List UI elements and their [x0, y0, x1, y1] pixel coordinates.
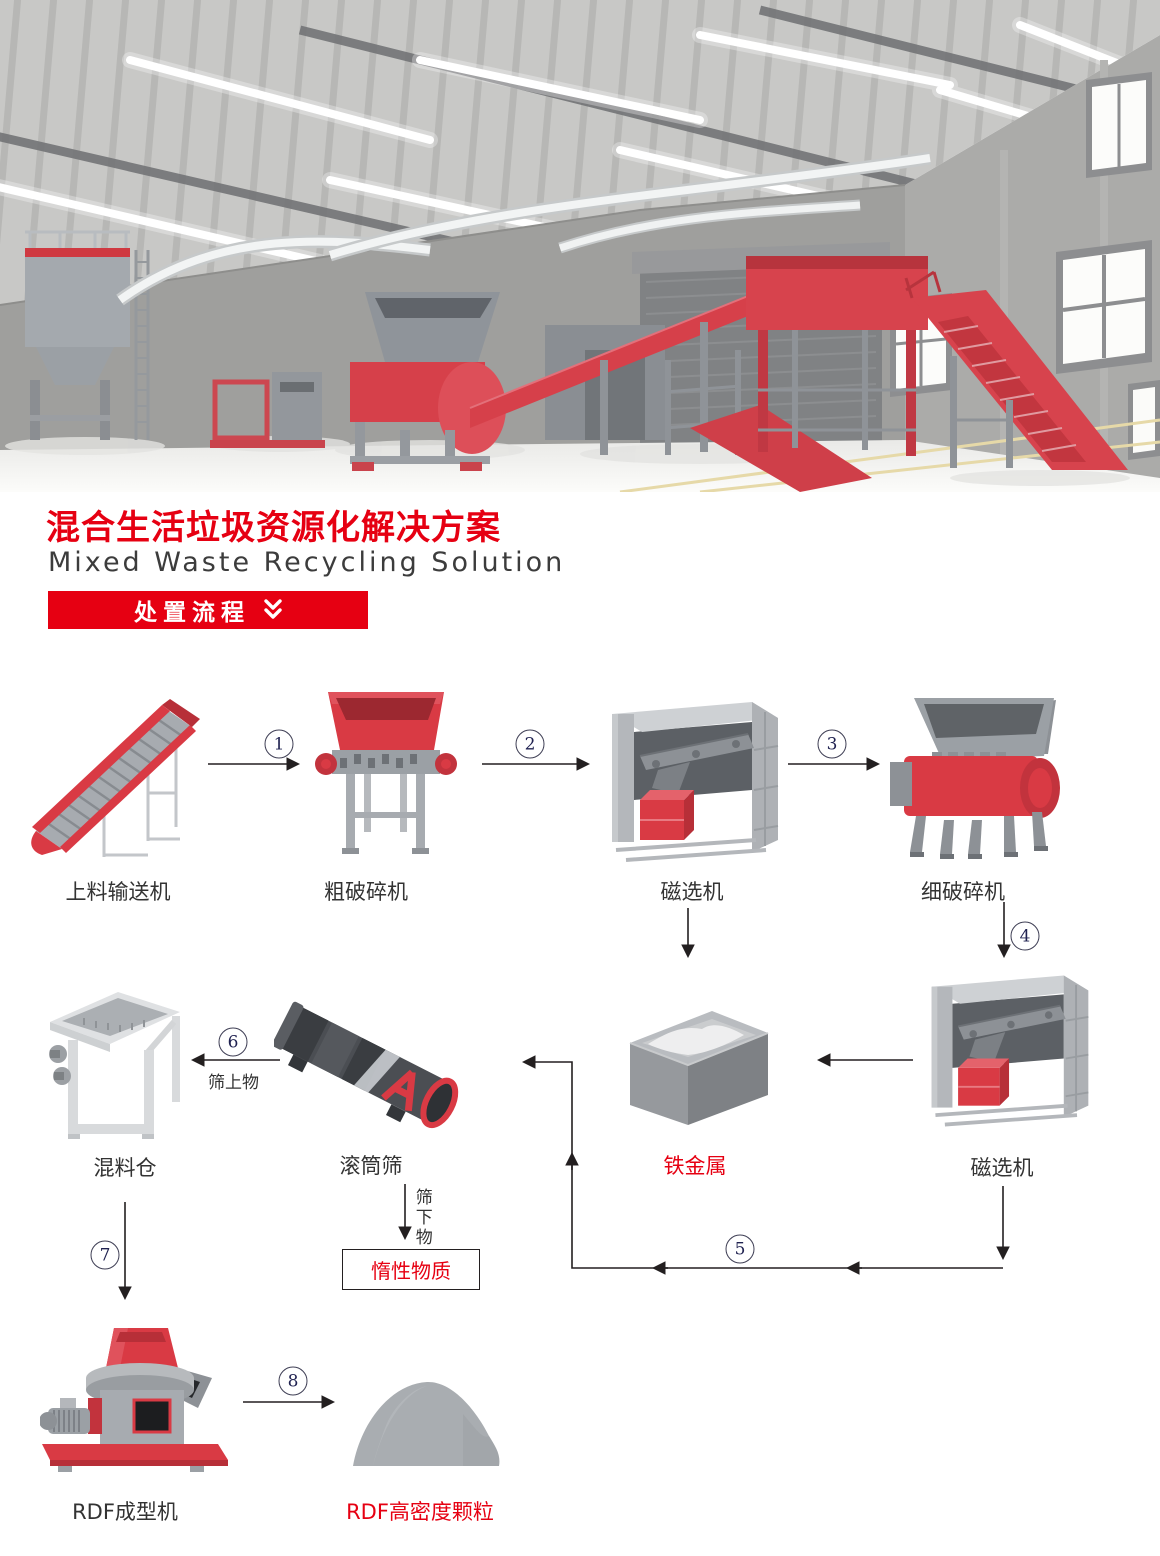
- magnetic-separator-1-image: [606, 690, 784, 872]
- hero-ducts: [116, 151, 931, 306]
- coarse-shredder-image: [312, 686, 460, 866]
- process-banner-button[interactable]: 处置流程: [48, 591, 368, 629]
- fine-shredder-image: [886, 694, 1062, 864]
- hero-factory-image: [0, 0, 1160, 494]
- rdf-forming-machine-image: [40, 1326, 236, 1476]
- double-chevron-down-icon: [264, 599, 282, 619]
- magnetic-separator-2-label: 磁选机: [970, 1156, 1034, 1180]
- inert-material-box: 惰性物质: [342, 1249, 480, 1290]
- fine-shredder-label: 细破碎机: [921, 880, 1005, 904]
- mixing-bin-label: 混料仓: [93, 1156, 157, 1180]
- magnetic-separator-2-image: [926, 958, 1094, 1142]
- iron-metal-box-image: [616, 1003, 778, 1131]
- step-circle-8: 8: [278, 1366, 308, 1396]
- coarse-shredder-label: 粗破碎机: [324, 880, 408, 904]
- feeding-conveyor-label: 上料输送机: [65, 880, 171, 904]
- hero-mid-machines: [210, 372, 325, 448]
- hero-red-conveyors: [469, 256, 1128, 492]
- process-banner-label: 处置流程: [134, 600, 250, 626]
- step-circle-4: 4: [1010, 921, 1040, 951]
- mixing-bin-image: [44, 988, 186, 1142]
- trommel-screen-image: [274, 996, 470, 1148]
- floor: [0, 440, 1160, 492]
- step-circle-6: 6: [218, 1027, 248, 1057]
- step-circle-2: 2: [515, 729, 545, 759]
- page-title: 混合生活垃圾资源化解决方案: [46, 508, 501, 548]
- undersize-edge-label: 筛下物: [411, 1188, 432, 1248]
- oversize-edge-label: 筛上物: [208, 1073, 259, 1093]
- trommel-screen-label: 滚筒筛: [339, 1154, 403, 1178]
- rdf-machine-label: RDF成型机: [72, 1500, 178, 1524]
- rdf-pellet-mound-image: [343, 1376, 513, 1470]
- inert-material-label: 惰性物质: [371, 1259, 451, 1283]
- step-circle-5: 5: [725, 1234, 755, 1264]
- step-circle-7: 7: [90, 1240, 120, 1270]
- magnetic-separator-1-label: 磁选机: [660, 880, 724, 904]
- iron-metal-label: 铁金属: [663, 1154, 727, 1178]
- page-subtitle: Mixed Waste Recycling Solution: [48, 547, 566, 578]
- rdf-pellets-label: RDF高密度颗粒: [346, 1500, 494, 1524]
- step-circle-3: 3: [817, 729, 847, 759]
- hero-silo: [25, 230, 150, 440]
- feeding-conveyor-image: [8, 683, 230, 871]
- step-circle-1: 1: [264, 729, 294, 759]
